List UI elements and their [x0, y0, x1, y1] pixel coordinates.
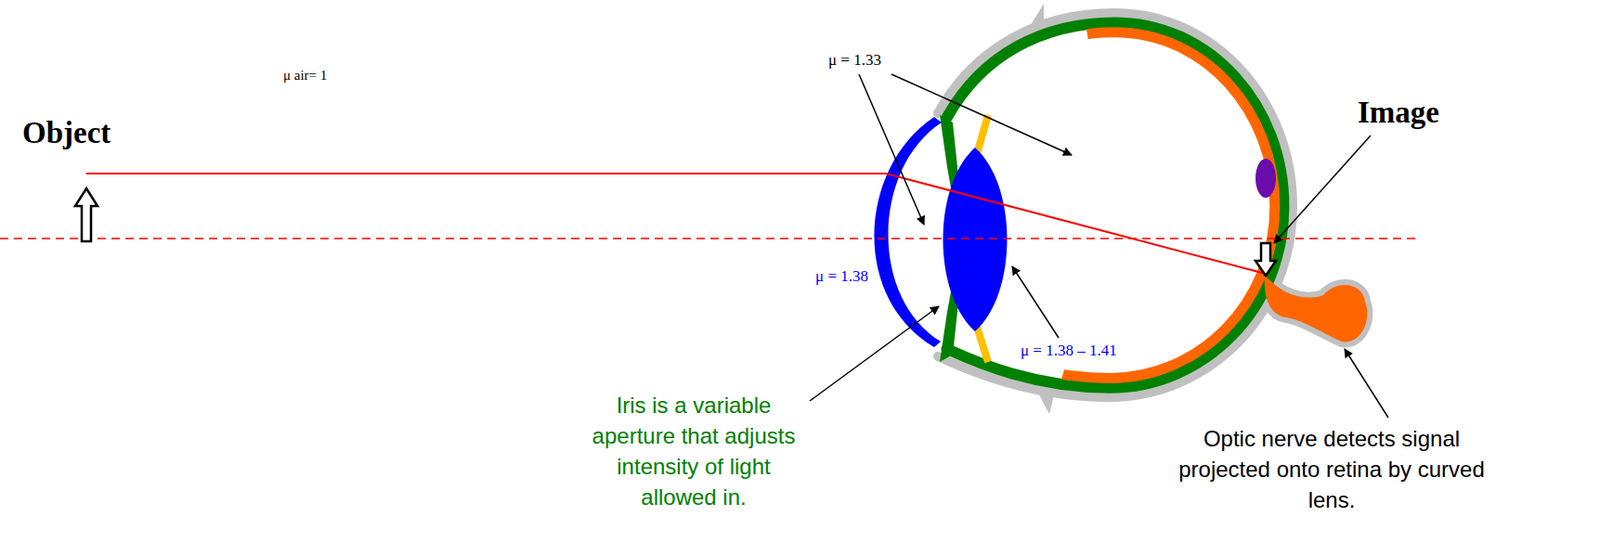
- object-label: Object: [22, 115, 111, 153]
- leader-line: [1274, 135, 1371, 244]
- sclera: [937, 13, 1293, 398]
- object-arrow: [75, 188, 98, 242]
- leader-line: [858, 74, 924, 225]
- image-label: Image: [1357, 94, 1440, 132]
- optic-nerve: [1264, 274, 1368, 342]
- cornea: [873, 117, 942, 348]
- optic-nerve-note: Optic nerve detects signal projected ont…: [1178, 423, 1485, 516]
- ciliary-zonule: [976, 326, 989, 363]
- leader-line: [1344, 349, 1389, 418]
- optical-axis: [0, 237, 1419, 240]
- refractive-index: μ = 1.33: [828, 51, 882, 70]
- leader-line: [1012, 266, 1059, 339]
- refractive-index: μ = 1.38: [815, 267, 869, 287]
- light-ray: [86, 173, 1266, 274]
- refractive-index: μ air= 1: [283, 66, 327, 84]
- crystalline-lens: [943, 147, 1008, 332]
- refractive-index: μ = 1.38 – 1.41: [1020, 341, 1118, 361]
- iris-note: Iris is a variable aperture that adjusts…: [577, 390, 810, 513]
- ciliary-zonule: [976, 115, 989, 155]
- image-arrow: [1255, 243, 1276, 276]
- retina-spot: [1255, 158, 1276, 198]
- leader-line: [809, 306, 939, 402]
- leader-line: [891, 74, 1072, 156]
